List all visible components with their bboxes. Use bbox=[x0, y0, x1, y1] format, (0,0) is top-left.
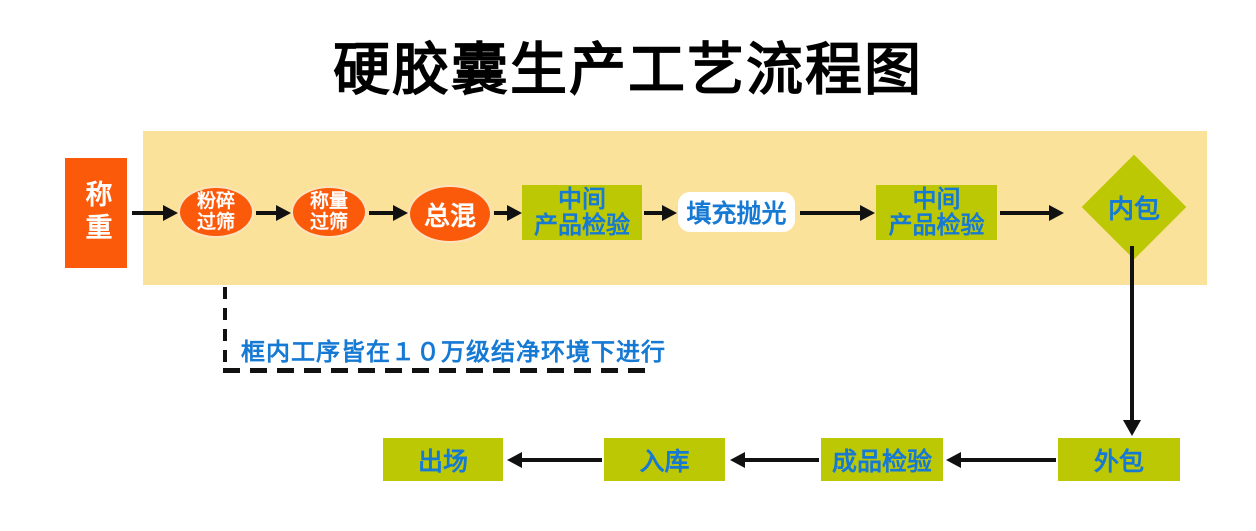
node-intermediate-inspection-2-line1: 中间 bbox=[912, 185, 961, 213]
dashed-callout-line-horizontal bbox=[223, 368, 655, 373]
node-weigh-sieve: 称量 过筛 bbox=[291, 186, 367, 238]
node-outer-pack-label: 外包 bbox=[1093, 447, 1144, 476]
node-weigh-sieve-line2: 过筛 bbox=[309, 212, 348, 233]
node-weigh-sieve-line1: 称量 bbox=[309, 191, 348, 212]
arrow-right-icon bbox=[256, 204, 291, 222]
clean-area-note: 框内工序皆在１０万级结净环境下进行 bbox=[241, 339, 666, 366]
arrow-left-icon bbox=[730, 451, 819, 469]
arrow-left-icon bbox=[946, 451, 1056, 469]
node-fill-polish-label: 填充抛光 bbox=[686, 200, 787, 228]
node-intermediate-inspection-1-line2: 产品检验 bbox=[534, 211, 630, 239]
node-outer-pack: 外包 bbox=[1058, 438, 1180, 481]
node-weighing-label: 称重 bbox=[81, 180, 112, 246]
arrow-right-icon bbox=[800, 204, 875, 222]
node-crush-sieve-line2: 过筛 bbox=[196, 212, 235, 233]
node-intermediate-inspection-1: 中间 产品检验 bbox=[522, 185, 642, 240]
node-dispatch-label: 出场 bbox=[417, 447, 468, 476]
node-total-mix-label: 总混 bbox=[423, 200, 476, 231]
node-dispatch: 出场 bbox=[383, 438, 503, 481]
node-warehouse-in: 入库 bbox=[604, 438, 725, 481]
node-inner-pack-label: 内包 bbox=[1107, 193, 1160, 224]
node-finished-inspection: 成品检验 bbox=[821, 438, 943, 481]
page-title: 硬胶囊生产工艺流程图 bbox=[333, 39, 923, 102]
arrow-down-icon bbox=[1123, 246, 1141, 436]
dashed-callout-line-vertical bbox=[223, 287, 227, 372]
node-crush-sieve-line1: 粉碎 bbox=[196, 191, 235, 212]
arrow-left-icon bbox=[507, 451, 602, 469]
node-warehouse-in-label: 入库 bbox=[639, 447, 690, 476]
node-intermediate-inspection-2-line2: 产品检验 bbox=[888, 211, 985, 239]
arrow-right-icon bbox=[1000, 204, 1064, 222]
arrow-right-icon bbox=[132, 204, 178, 222]
node-finished-inspection-label: 成品检验 bbox=[831, 447, 932, 476]
arrow-right-icon bbox=[644, 204, 677, 222]
arrow-right-icon bbox=[369, 204, 408, 222]
arrow-right-icon bbox=[494, 204, 522, 222]
node-intermediate-inspection-1-line1: 中间 bbox=[558, 185, 606, 213]
node-crush-sieve: 粉碎 过筛 bbox=[178, 186, 254, 238]
node-fill-polish: 填充抛光 bbox=[678, 192, 795, 232]
node-inner-pack: 内包 bbox=[1081, 154, 1187, 260]
node-weighing: 称重 bbox=[65, 158, 127, 268]
node-total-mix: 总混 bbox=[408, 185, 492, 243]
node-intermediate-inspection-2: 中间 产品检验 bbox=[876, 185, 997, 240]
